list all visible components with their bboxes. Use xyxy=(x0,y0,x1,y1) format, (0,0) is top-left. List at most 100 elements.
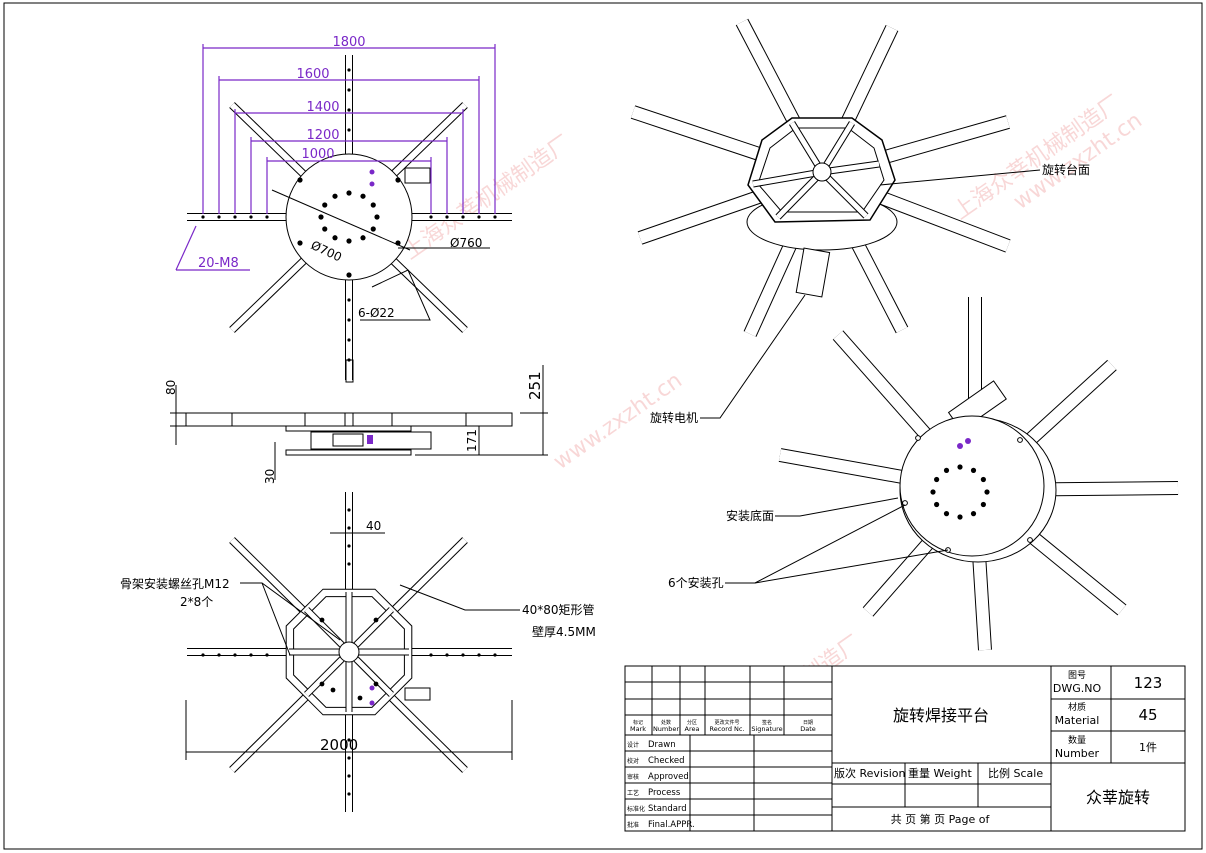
bolt-hole xyxy=(347,526,351,530)
bolt-hole-count: 2*8个 xyxy=(180,595,213,609)
bottom-view: 2000 40 骨架安装螺丝孔M12 2*8个 40*80矩形管 壁厚4.5MM xyxy=(120,492,596,812)
mount-hole xyxy=(346,272,352,278)
role-label-cn: 审核 xyxy=(627,773,639,781)
bolt-hole xyxy=(249,653,253,657)
iso-view-top: 旋转台面 旋转电机 xyxy=(630,18,1090,425)
number-label: Number xyxy=(1055,747,1100,760)
dim-30: 30 xyxy=(263,469,277,484)
mount-hole xyxy=(330,687,336,693)
center-hole xyxy=(970,511,977,517)
role-label-en: Process xyxy=(648,788,681,798)
mount-hole xyxy=(395,177,401,183)
revision-label: 版次 Revision xyxy=(834,766,905,780)
bolt-hole xyxy=(233,215,237,219)
dimension-lines xyxy=(175,44,496,271)
spoke-tube-fill xyxy=(752,169,823,187)
mount-hole xyxy=(373,617,379,623)
iso-view-bottom: 安装底面 6个安装孔 xyxy=(668,297,1179,651)
center-hole xyxy=(346,190,352,196)
mount-hole xyxy=(297,240,303,246)
page-label: 共 页 第 页 Page of xyxy=(891,812,991,826)
bolt-hole xyxy=(347,544,351,548)
role-label-en: Drawn xyxy=(648,740,676,750)
spoke-tube-fill xyxy=(819,121,855,174)
mount-hole xyxy=(902,500,908,506)
dim-2000: 2000 xyxy=(320,736,358,754)
pin xyxy=(369,181,375,187)
bolt-hole xyxy=(217,653,221,657)
bolt-hole xyxy=(347,792,351,796)
material-label-cn: 材质 xyxy=(1068,701,1086,713)
bolt-hole xyxy=(477,215,481,219)
center-hole xyxy=(370,226,376,232)
center-hole xyxy=(934,501,940,508)
center-hole xyxy=(943,467,950,473)
label-turntable-surface: 旋转台面 xyxy=(1042,162,1090,177)
bolt-hole xyxy=(347,738,351,742)
dim-251: 251 xyxy=(526,371,544,400)
center-hole xyxy=(957,514,963,520)
number-label-cn: 数量 xyxy=(1068,734,1086,746)
bolt-hole xyxy=(347,88,351,92)
role-label-en: Standard xyxy=(648,804,687,814)
center-hole xyxy=(934,476,940,483)
sheet-border xyxy=(3,2,1203,850)
center-hole xyxy=(318,214,324,220)
role-label-cn: 工艺 xyxy=(627,789,639,797)
dim-171: 171 xyxy=(465,429,479,452)
center-hole xyxy=(970,467,977,473)
center-hole xyxy=(374,214,380,220)
rev-header-cn: 处数 xyxy=(661,719,671,726)
bolt-hole xyxy=(347,128,351,132)
rev-header-cn: 签名 xyxy=(762,719,772,726)
bolt-hole xyxy=(265,215,269,219)
bolt-hole xyxy=(445,215,449,219)
dwg-no-label-cn: 图号 xyxy=(1068,670,1086,681)
dwg-no-value: 123 xyxy=(1134,674,1163,692)
role-label-en: Approved xyxy=(648,772,689,782)
side-view: 80 251 171 30 xyxy=(164,359,548,484)
bolt-hole xyxy=(347,756,351,760)
dim-1600: 1600 xyxy=(296,67,329,82)
rev-header-en: Area xyxy=(685,725,700,733)
bolt-hole xyxy=(201,653,205,657)
rev-header-en: Record Nc. xyxy=(709,725,744,733)
role-label-en: Checked xyxy=(648,756,684,766)
dim-1000: 1000 xyxy=(301,147,334,162)
dwg-no-label: DWG.NO xyxy=(1053,682,1102,695)
mount-holes-callout: 6-Ø22 xyxy=(358,306,395,320)
bolt-hole xyxy=(461,653,465,657)
rev-header-cn: 分区 xyxy=(687,719,697,726)
rev-header-en: Date xyxy=(800,725,816,733)
mount-hole xyxy=(1027,537,1033,543)
tube-spec-note: 40*80矩形管 xyxy=(522,602,595,617)
number-value: 1件 xyxy=(1139,741,1157,754)
mount-hole xyxy=(319,617,325,623)
rev-header-cn: 日期 xyxy=(803,720,813,726)
bolt-hole xyxy=(347,318,351,322)
scale-label: 比例 Scale xyxy=(988,766,1043,780)
role-label-cn: 设计 xyxy=(627,741,639,749)
dim-40: 40 xyxy=(366,519,381,533)
bolt-hole xyxy=(347,508,351,512)
center-hole xyxy=(370,202,376,208)
center-hole xyxy=(943,511,950,517)
bolt-hole xyxy=(493,653,497,657)
rev-header-cn: 标记 xyxy=(633,719,643,726)
center-hole xyxy=(984,489,990,495)
dim-1800: 1800 xyxy=(332,35,365,50)
role-label-cn: 批准 xyxy=(627,821,639,829)
label-mount-holes: 6个安装孔 xyxy=(668,575,724,590)
label-mount-base: 安装底面 xyxy=(726,508,774,523)
weight-label: 重量 Weight xyxy=(908,766,973,780)
rev-header-en: Signature xyxy=(751,725,782,733)
spoke-tube-fill xyxy=(820,170,868,218)
rev-header-en: Mark xyxy=(630,725,646,733)
bolt-hole xyxy=(347,108,351,112)
tube-wall-note: 壁厚4.5MM xyxy=(532,624,596,639)
mount-hole xyxy=(357,695,363,701)
spoke-tube-fill xyxy=(821,161,880,175)
center-hole xyxy=(930,489,936,495)
